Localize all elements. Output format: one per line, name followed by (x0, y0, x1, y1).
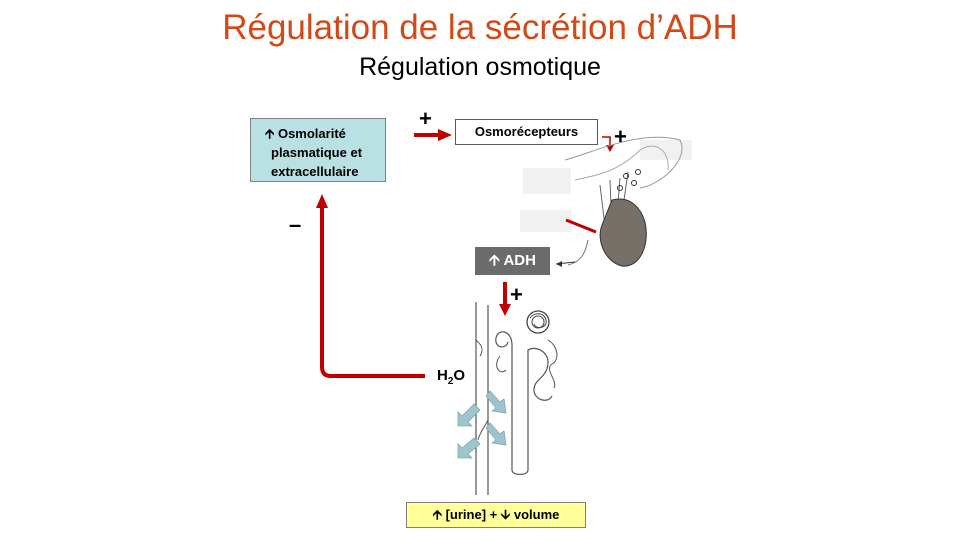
osmolarity-line2: plasmatique et (271, 145, 363, 160)
urine-box: 🡩 [urine] + 🡫 volume (406, 502, 586, 528)
water-label: H2O (437, 367, 466, 387)
adh-box: 🡩 ADH (475, 247, 550, 275)
osmolarity-box: 🡩 Osmolarité plasmatique et extracellula… (250, 118, 386, 182)
water-arrow-4 (485, 422, 507, 446)
osmolarity-line3: extracellulaire (271, 164, 359, 179)
arrow-adh-to-kidney (499, 282, 511, 316)
nephron-illustration (475, 302, 558, 495)
adh-label: ADH (503, 252, 536, 269)
up-arrow-icon: 🡩 (489, 252, 500, 269)
plus-sign-receptor: + (614, 124, 627, 149)
up-arrow-icon: 🡩 (265, 126, 275, 141)
water-arrow-3 (485, 390, 507, 414)
osmolarity-line1: Osmolarité (277, 126, 346, 141)
osmoreceptors-box: Osmorécepteurs (455, 119, 598, 145)
plus-sign-adh: + (510, 282, 523, 307)
water-arrow-2 (457, 437, 481, 459)
slide-subtitle: Régulation osmotique (359, 53, 601, 81)
plus-sign-top: + (419, 106, 432, 131)
up-arrow-icon: 🡩 (432, 507, 442, 522)
water-reabsorption-arrows (457, 390, 507, 459)
hypothalamus-pituitary-illustration (520, 136, 692, 267)
feedback-arrow (316, 194, 425, 378)
volume-text: volume (513, 507, 560, 522)
down-arrow-icon: 🡫 (500, 507, 511, 522)
arrow-receptors-to-hypothalamus (602, 136, 614, 152)
water-arrow-1 (457, 403, 481, 427)
slide-title: Régulation de la sécrétion d’ADH (222, 8, 738, 47)
arrow-osmo-to-receptors (414, 129, 452, 141)
minus-sign-feedback: – (289, 212, 302, 237)
urine-text: [urine] + (445, 507, 498, 522)
